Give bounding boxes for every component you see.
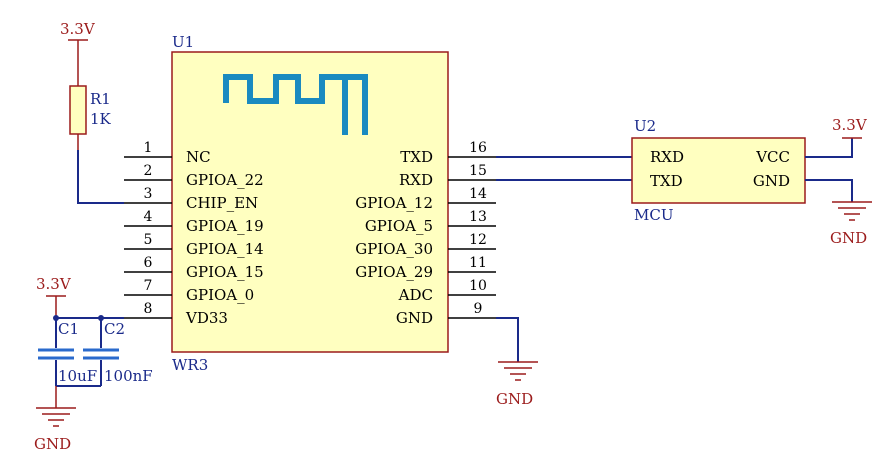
- u2-mcu: U2 MCU RXD TXD VCC GND: [631, 117, 806, 224]
- u1-pin-label: GPIOA_12: [355, 194, 433, 212]
- u1-gnd-label: GND: [496, 390, 533, 408]
- c1-ref: C1: [58, 320, 79, 338]
- u1-pin-number: 6: [144, 255, 153, 271]
- caps-supply-label: 3.3V: [36, 275, 72, 293]
- wire-r1-chip-en: [77, 150, 124, 204]
- u1-pin-label: GPIOA_5: [365, 217, 433, 235]
- r1-value: 1K: [90, 110, 112, 128]
- u2-supply-label: 3.3V: [832, 116, 868, 134]
- u1-pin-label: CHIP_EN: [186, 194, 258, 212]
- u1-pin-number: 8: [144, 301, 153, 317]
- u1-pin-number: 16: [469, 140, 487, 156]
- u1-pin-number: 13: [469, 209, 487, 225]
- u1-pin-label: ADC: [398, 286, 433, 304]
- antenna-icon: [223, 74, 368, 135]
- u2-gnd-label: GND: [830, 229, 867, 247]
- u1-pin-label: RXD: [399, 171, 433, 189]
- u1-pin-number: 15: [469, 163, 487, 179]
- u1-pin-label: VD33: [185, 309, 228, 327]
- u1-pin-label: GPIOA_0: [186, 286, 254, 304]
- c2-value: 100nF: [104, 367, 153, 385]
- caps-gnd-label: GND: [34, 435, 71, 453]
- u1-pin-number: 4: [144, 209, 153, 225]
- c2-ref: C2: [104, 320, 125, 338]
- u2-ref: U2: [634, 117, 656, 135]
- u2-ground-icon: [832, 201, 872, 221]
- u1-pin-label: GPIOA_29: [355, 263, 433, 281]
- u2-pin-label-rxd: RXD: [650, 148, 684, 166]
- u1-pin-number: 5: [144, 232, 153, 248]
- u2-vcc-net: 3.3V: [805, 116, 868, 158]
- u1-ground-icon: [498, 361, 538, 381]
- wire-u1-gnd: [496, 317, 519, 362]
- u1-pin-label: GPIOA_14: [186, 240, 264, 258]
- r1-body: [69, 85, 87, 135]
- u1-pin-number: 1: [144, 140, 153, 156]
- u1-pin-label: GPIOA_22: [186, 171, 264, 189]
- c1-value: 10uF: [58, 367, 97, 385]
- wire-u2-vcc: [805, 138, 853, 158]
- u1-pin-number: 14: [469, 186, 487, 202]
- u1-pin-label: GND: [396, 309, 433, 327]
- u1-pin-number: 10: [469, 278, 487, 294]
- u1-pin-label: TXD: [400, 148, 433, 166]
- u2-body: [631, 137, 806, 204]
- u1-pin-number: 3: [144, 186, 153, 202]
- r1-ref: R1: [90, 90, 111, 108]
- u1-pin-label: GPIOA_15: [186, 263, 264, 281]
- r1-supply-label: 3.3V: [60, 20, 96, 38]
- u1-gnd-net: GND: [496, 317, 538, 408]
- u2-gnd-net: GND: [805, 179, 872, 247]
- u1-pin-number: 9: [474, 301, 483, 317]
- u1-ref: U1: [172, 33, 194, 51]
- r1-resistor: 3.3V R1 1K: [60, 20, 124, 204]
- u1-name: WR3: [172, 356, 208, 374]
- u1-pin-number: 7: [144, 278, 153, 294]
- u1-pin-label: GPIOA_30: [355, 240, 433, 258]
- u1-pin-label: GPIOA_19: [186, 217, 264, 235]
- decoupling-caps: 3.3V C1 10uF C2 100nF GND: [34, 275, 153, 453]
- u1-pin-number: 2: [144, 163, 153, 179]
- u2-pin-label-vcc: VCC: [755, 148, 790, 166]
- u1-pin-label: NC: [186, 148, 211, 166]
- wire-u2-gnd: [805, 179, 853, 202]
- caps-ground-icon: [36, 407, 76, 427]
- u2-pin-label-gnd: GND: [753, 172, 790, 190]
- u1-module: U1 WR3: [171, 33, 449, 374]
- u2-name: MCU: [634, 206, 673, 224]
- u1-pin-number: 12: [469, 232, 487, 248]
- u1-pin-number: 11: [469, 255, 487, 271]
- u2-pin-label-txd: TXD: [650, 172, 683, 190]
